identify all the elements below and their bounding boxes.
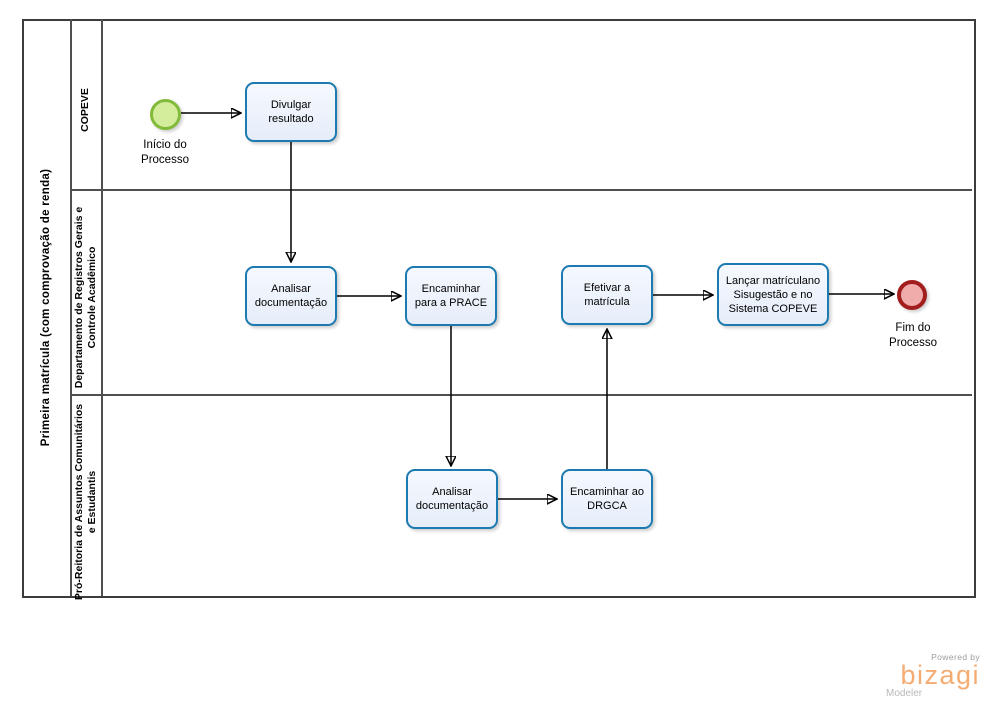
pool-title: Primeira matrícula (com comprovação de r… [40,168,52,447]
lane-label-departamento-registros: Departamento de Registros Gerais e Contr… [72,206,98,389]
modeler-label: Modeler [886,688,923,699]
powered-by-label: Powered by [931,652,980,662]
lane-label-pro-reitoria: Pró-Reitoria de Assuntos Comunitários e … [72,403,98,601]
lane-label-copeve: COPEVE [79,88,91,132]
bizagi-watermark: Powered by bizagi Modeler [878,652,980,699]
task-analisar-documentacao-prace[interactable]: Analisar documentação [406,469,498,529]
lane-label-divider [101,19,103,596]
lane-divider-drgca-prace [70,394,972,396]
start-event-label: Início do Processo [141,139,189,166]
task-encaminhar-ao-drgca[interactable]: Encaminhar ao DRGCA [561,469,653,529]
start-event-circle[interactable] [150,99,181,130]
task-lancar-matricula-sistemas[interactable]: Lançar matrículano Sisugestão e no Siste… [717,263,829,326]
task-encaminhar-para-prace[interactable]: Encaminhar para a PRACE [405,266,497,326]
task-analisar-documentacao-drgca[interactable]: Analisar documentação [245,266,337,326]
lane-divider-copeve-drgca [70,189,972,191]
bizagi-logo: bizagi [900,660,980,690]
process-pool-border [22,19,976,598]
end-event-label: Fim do Processo [889,322,937,349]
end-event-circle[interactable] [897,280,927,310]
pool-title-divider [70,19,72,596]
task-divulgar-resultado[interactable]: Divulgar resultado [245,82,337,142]
task-efetivar-matricula[interactable]: Efetivar a matrícula [561,265,653,325]
